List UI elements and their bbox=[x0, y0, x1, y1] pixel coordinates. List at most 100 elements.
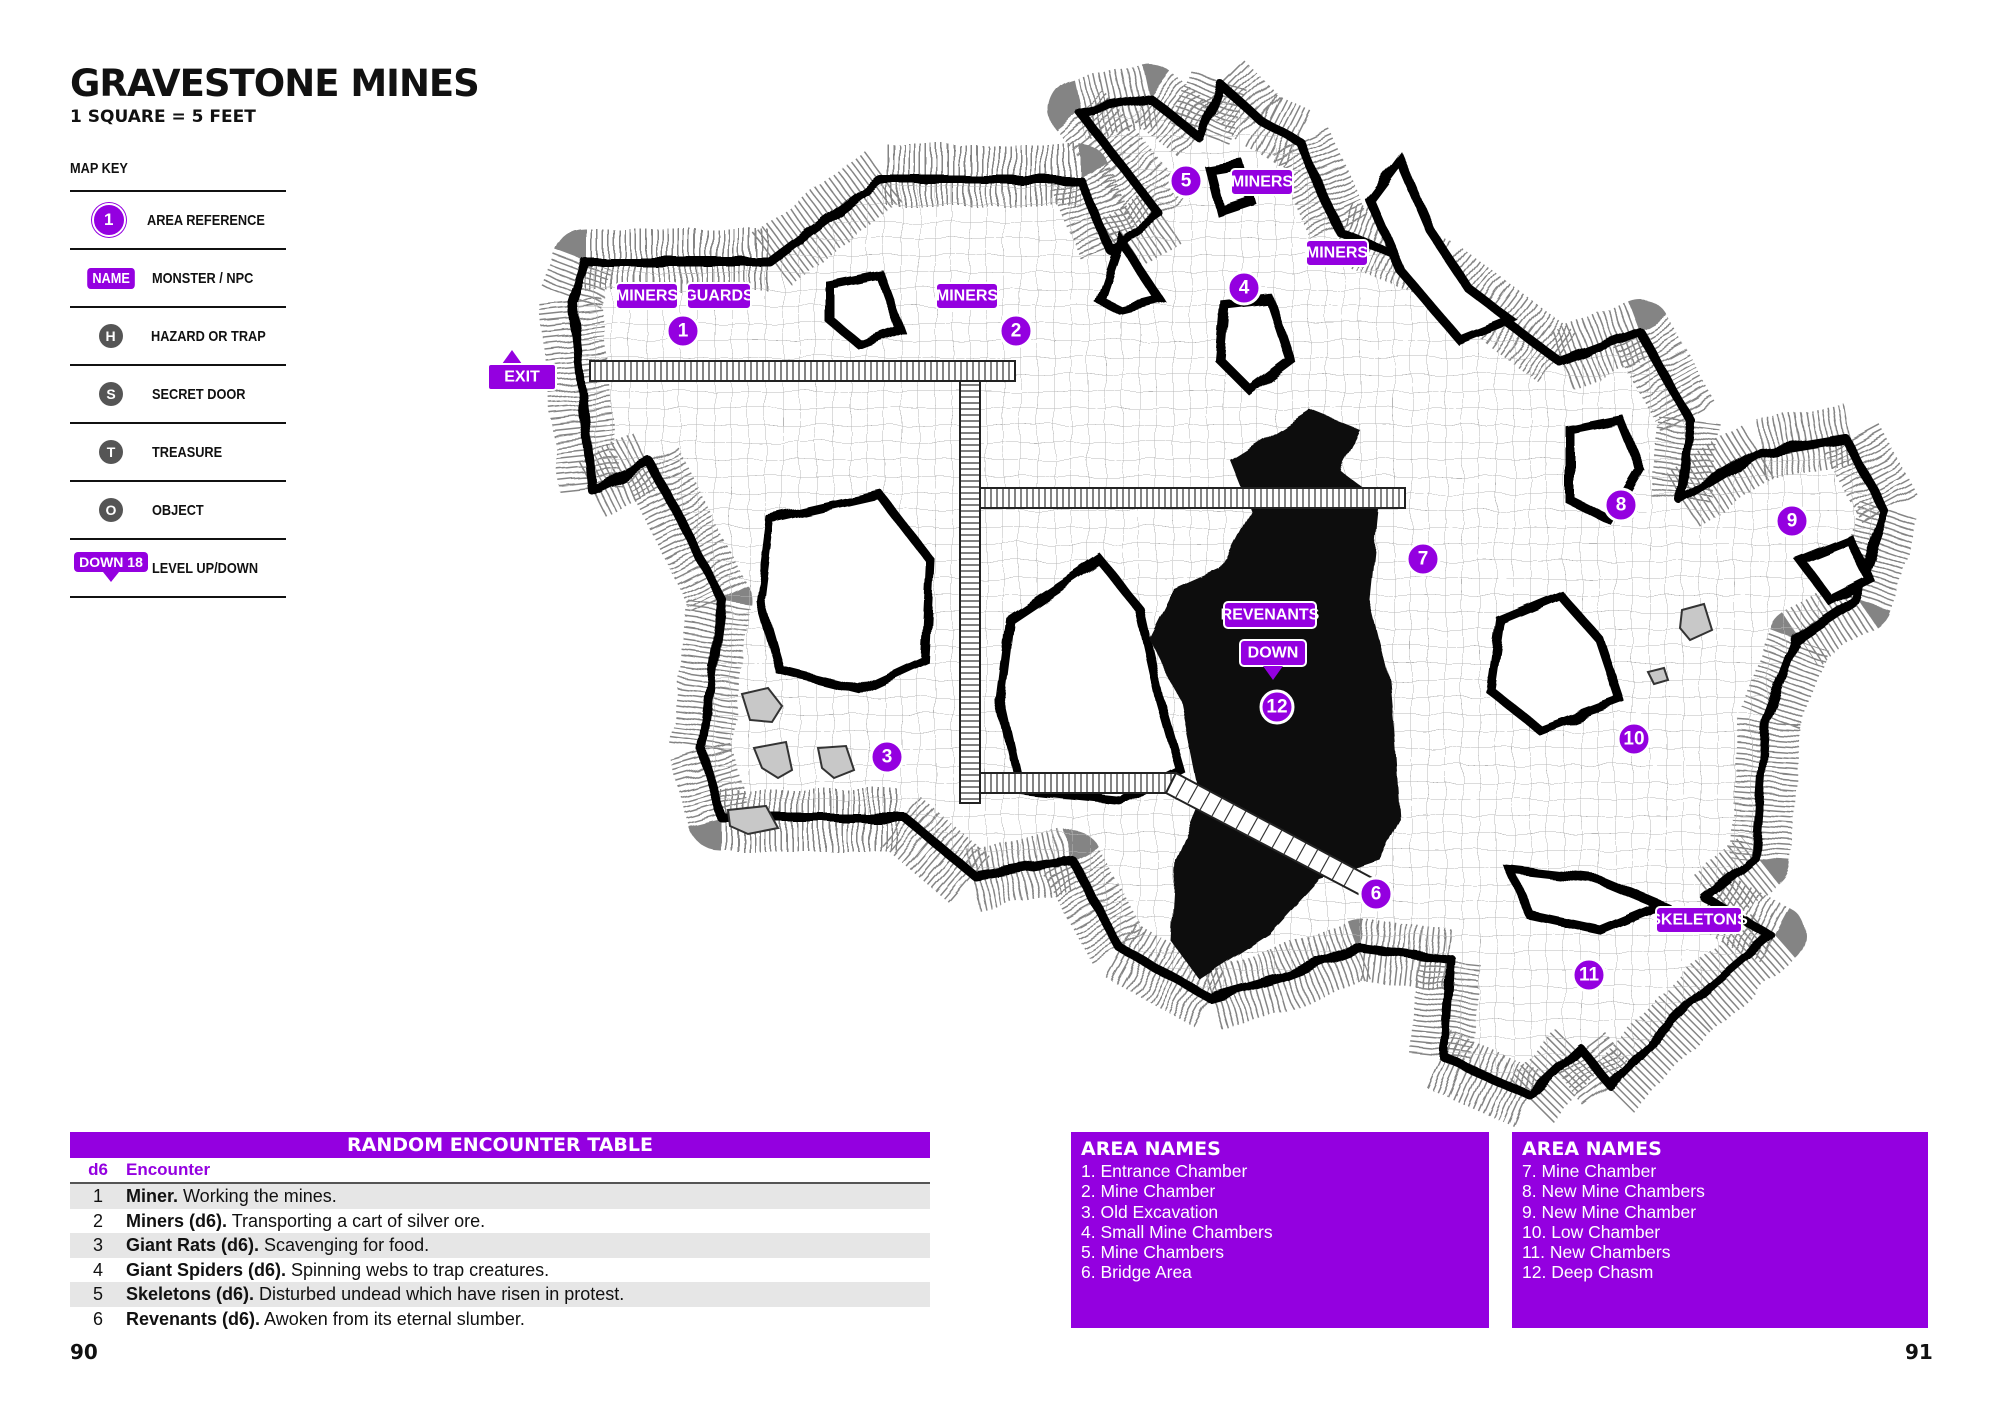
svg-text:5: 5 bbox=[1181, 171, 1192, 192]
monster-tag-miners[interactable]: MINERS bbox=[1230, 168, 1294, 196]
area-name-item: 5. Mine Chambers bbox=[1081, 1242, 1224, 1263]
rock-pillars bbox=[755, 151, 1877, 935]
area-marker-12[interactable]: 12 bbox=[1259, 689, 1295, 725]
svg-text:MINERS: MINERS bbox=[1306, 245, 1369, 262]
area-marker-5[interactable]: 5 bbox=[1168, 163, 1204, 199]
encounter-name: Miners (d6). bbox=[126, 1210, 228, 1231]
key-row-area-reference: 1 AREA REFERENCE bbox=[70, 190, 286, 248]
svg-text:DOWN: DOWN bbox=[1248, 645, 1299, 662]
svg-text:9: 9 bbox=[1787, 511, 1798, 532]
area-marker-1[interactable]: 1 bbox=[665, 313, 701, 349]
area-marker-9[interactable]: 9 bbox=[1774, 503, 1810, 539]
svg-text:4: 4 bbox=[1239, 278, 1250, 299]
track-central bbox=[959, 380, 981, 804]
svg-text:11: 11 bbox=[1579, 965, 1600, 986]
roll-cell: 2 bbox=[92, 1210, 103, 1231]
encounter-table-title: RANDOM ENCOUNTER TABLE bbox=[70, 1132, 930, 1158]
map-title: GRAVESTONE MINES bbox=[70, 62, 480, 105]
encounter-name: Revenants (d6). bbox=[126, 1308, 261, 1329]
area-name-item: 10. Low Chamber bbox=[1522, 1221, 1661, 1242]
page-number-left: 90 bbox=[70, 1340, 98, 1364]
treasure-icon: T bbox=[99, 440, 123, 464]
table-row: 1 Miner. Working the mines. bbox=[70, 1184, 930, 1209]
area-marker-2[interactable]: 2 bbox=[998, 313, 1034, 349]
area-marker-8[interactable]: 8 bbox=[1603, 487, 1639, 523]
svg-text:10: 10 bbox=[1623, 729, 1644, 750]
svg-text:7: 7 bbox=[1418, 549, 1429, 570]
area-marker-10[interactable]: 10 bbox=[1616, 721, 1652, 757]
roll-cell: 6 bbox=[92, 1308, 103, 1329]
encounter-desc: Transporting a cart of silver ore. bbox=[227, 1210, 486, 1231]
key-label: TREASURE bbox=[152, 443, 223, 461]
key-row-monster: NAME MONSTER / NPC bbox=[70, 248, 286, 306]
map-key-heading: MAP KEY bbox=[70, 160, 128, 177]
key-row-secret-door: S SECRET DOOR bbox=[70, 364, 286, 422]
monster-tag-guards[interactable]: GUARDS bbox=[684, 282, 754, 310]
table-row: 3 Giant Rats (d6). Scavenging for food. bbox=[70, 1233, 930, 1258]
map-scale: 1 SQUARE = 5 FEET bbox=[70, 107, 256, 127]
object-icon: O bbox=[99, 498, 123, 522]
roll-cell: 5 bbox=[92, 1284, 103, 1304]
monster-tag-revenants[interactable]: REVENANTS bbox=[1221, 601, 1320, 629]
svg-text:REVENANTS: REVENANTS bbox=[1221, 607, 1320, 624]
area-marker-11[interactable]: 11 bbox=[1571, 957, 1607, 993]
level-down-marker[interactable]: DOWN bbox=[1239, 639, 1307, 680]
random-encounter-table: RANDOM ENCOUNTER TABLE d6 Encounter 1 Mi… bbox=[70, 1132, 930, 1331]
area-names-title: AREA NAMES bbox=[1081, 1138, 1221, 1160]
area-marker-6[interactable]: 6 bbox=[1358, 876, 1394, 912]
area-marker-3[interactable]: 3 bbox=[869, 739, 905, 775]
monster-tag-icon: NAME bbox=[87, 267, 135, 289]
area-name-item: 7. Mine Chamber bbox=[1522, 1161, 1657, 1181]
svg-text:SKELETONS: SKELETONS bbox=[1650, 912, 1748, 929]
svg-text:GUARDS: GUARDS bbox=[684, 288, 754, 305]
svg-text:3: 3 bbox=[882, 747, 893, 768]
encounter-desc: Awoken from its eternal slumber. bbox=[260, 1308, 525, 1329]
die-column-header: d6 bbox=[88, 1160, 108, 1179]
key-label: SECRET DOOR bbox=[152, 385, 246, 403]
minecart-tracks bbox=[589, 360, 1406, 900]
exit-label: EXIT bbox=[504, 369, 540, 386]
bridge-planks bbox=[1175, 778, 1355, 887]
svg-text:12: 12 bbox=[1266, 697, 1287, 718]
area-name-item: 3. Old Excavation bbox=[1081, 1201, 1219, 1222]
area-name-item: 1. Entrance Chamber bbox=[1081, 1161, 1248, 1181]
key-label: HAZARD OR TRAP bbox=[151, 327, 266, 345]
level-down-icon: DOWN 18 bbox=[74, 552, 148, 582]
key-row-level: DOWN 18 LEVEL UP/DOWN bbox=[70, 538, 286, 598]
monster-tag-miners[interactable]: MINERS bbox=[935, 282, 999, 310]
table-row: 4 Giant Spiders (d6). Spinning webs to t… bbox=[70, 1258, 930, 1283]
svg-text:6: 6 bbox=[1371, 884, 1382, 905]
monster-tag-skeletons[interactable]: SKELETONS bbox=[1650, 906, 1748, 934]
key-label: LEVEL UP/DOWN bbox=[152, 559, 259, 577]
key-row-treasure: T TREASURE bbox=[70, 422, 286, 480]
svg-text:2: 2 bbox=[1011, 321, 1022, 342]
page-number-right: 91 bbox=[1905, 1340, 1933, 1364]
exit-marker[interactable]: EXIT bbox=[487, 350, 557, 391]
area-marker-4[interactable]: 4 bbox=[1226, 270, 1262, 306]
area-reference-icon: 1 bbox=[91, 203, 126, 237]
area-name-item: 8. New Mine Chambers bbox=[1522, 1181, 1705, 1202]
area-name-item: 9. New Mine Chamber bbox=[1522, 1201, 1697, 1222]
encounter-desc: Spinning webs to trap creatures. bbox=[286, 1259, 550, 1280]
encounter-name: Miner. bbox=[126, 1186, 179, 1206]
roll-cell: 1 bbox=[92, 1186, 103, 1206]
monster-tag-miners[interactable]: MINERS bbox=[1305, 239, 1369, 267]
svg-text:MINERS: MINERS bbox=[936, 288, 999, 305]
area-names-title: AREA NAMES bbox=[1522, 1138, 1662, 1160]
map-key: 1 AREA REFERENCE NAME MONSTER / NPC H HA… bbox=[70, 190, 286, 598]
track-north bbox=[589, 360, 1016, 382]
encounter-name: Giant Spiders (d6). bbox=[126, 1259, 287, 1280]
area-name-item: 6. Bridge Area bbox=[1081, 1262, 1192, 1283]
key-label: MONSTER / NPC bbox=[152, 269, 254, 287]
table-row: 6 Revenants (d6). Awoken from its eterna… bbox=[70, 1307, 930, 1332]
roll-cell: 4 bbox=[92, 1259, 103, 1280]
area-name-item: 11. New Chambers bbox=[1522, 1242, 1671, 1263]
svg-text:8: 8 bbox=[1616, 495, 1627, 516]
encounter-table-header: d6 Encounter bbox=[70, 1158, 930, 1184]
track-east bbox=[979, 487, 1406, 509]
svg-text:1: 1 bbox=[678, 321, 689, 342]
monster-tag-miners[interactable]: MINERS bbox=[615, 282, 679, 310]
area-marker-7[interactable]: 7 bbox=[1405, 541, 1441, 577]
svg-text:MINERS: MINERS bbox=[1231, 174, 1294, 191]
